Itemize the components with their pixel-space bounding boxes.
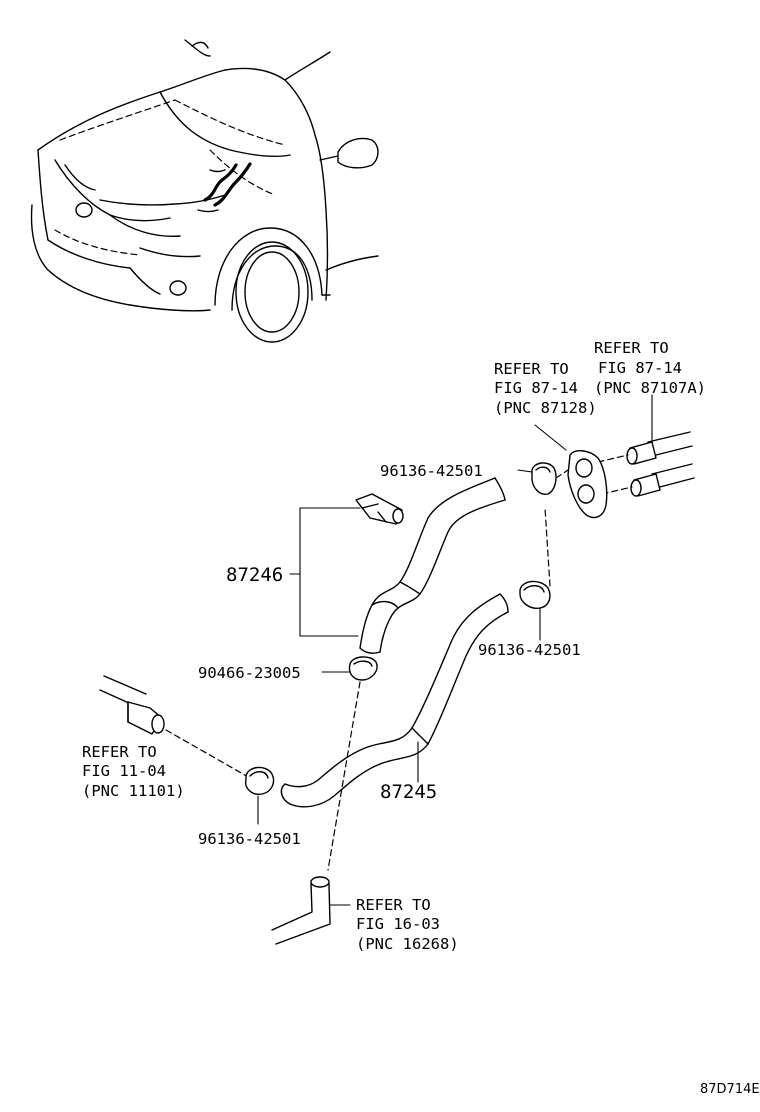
ref-b-line1: REFER TO: [494, 360, 569, 378]
ref-c-line3: (PNC 11101): [82, 782, 185, 800]
grommet: [534, 424, 608, 519]
ref-d-line3: (PNC 16268): [356, 935, 459, 953]
pipe-left: [99, 675, 251, 779]
part-clip: 90466-23005: [198, 664, 301, 682]
part-clamp-mid: 96136-42501: [478, 641, 581, 659]
part-hose-upper: 87246: [226, 564, 283, 586]
ref-a-line3: (PNC 87107A): [594, 379, 706, 397]
clamp-top: [517, 462, 569, 495]
leader-87246: [299, 507, 361, 637]
hose-87245: [280, 593, 509, 808]
part-hose-lower: 87245: [380, 781, 437, 803]
clamp-mid: [519, 507, 551, 641]
pipe-bottom: [271, 876, 351, 945]
hose-87246: [355, 477, 506, 654]
clamp-low: [245, 766, 275, 825]
part-clamp-top: 96136-42501: [380, 462, 483, 480]
clip-90466: [321, 656, 378, 871]
ref-c-line1: REFER TO: [82, 743, 157, 761]
vehicle-front-illustration: [30, 39, 379, 343]
ref-d-line2: FIG 16-03: [356, 915, 440, 933]
ref-a-line1: REFER TO: [594, 339, 669, 357]
ref-b-line2: FIG 87-14: [494, 379, 578, 397]
figure-code: 87D714E: [700, 1082, 760, 1097]
ref-b-line3: (PNC 87128): [494, 399, 597, 417]
ref-a-line2: FIG 87-14: [598, 359, 682, 377]
ref-d-line1: REFER TO: [356, 896, 431, 914]
part-clamp-low: 96136-42501: [198, 830, 301, 848]
pipe-upper-right: [597, 394, 695, 497]
ref-c-line2: FIG 11-04: [82, 762, 166, 780]
